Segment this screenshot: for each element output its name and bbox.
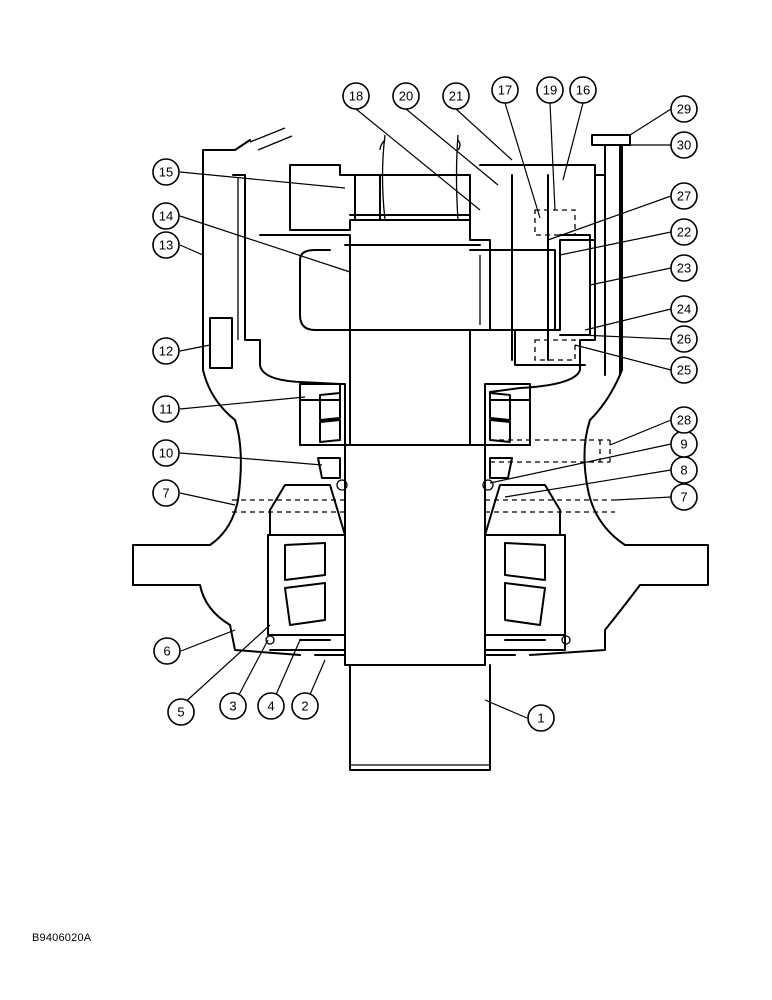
callout-circles: 1 2 3 4 5 6 7 7 8 9 10 11 12 13 14 15 16… xyxy=(152,76,698,732)
svg-text:5: 5 xyxy=(177,705,184,720)
svg-text:15: 15 xyxy=(159,165,173,180)
svg-text:29: 29 xyxy=(677,102,691,117)
callout-6: 6 xyxy=(153,637,181,665)
callout-26: 26 xyxy=(670,325,698,353)
svg-text:23: 23 xyxy=(677,261,691,276)
callout-9: 9 xyxy=(670,430,698,458)
svg-text:18: 18 xyxy=(349,89,363,104)
callout-27: 27 xyxy=(670,182,698,210)
svg-text:14: 14 xyxy=(159,209,173,224)
svg-text:13: 13 xyxy=(159,238,173,253)
callout-14: 14 xyxy=(152,202,180,230)
callout-24: 24 xyxy=(670,295,698,323)
svg-text:16: 16 xyxy=(576,83,590,98)
svg-text:28: 28 xyxy=(677,413,691,428)
callout-13: 13 xyxy=(152,231,180,259)
callout-5: 5 xyxy=(167,698,195,726)
svg-text:22: 22 xyxy=(677,225,691,240)
callout-7-right: 7 xyxy=(670,483,698,511)
svg-text:8: 8 xyxy=(680,463,687,478)
svg-text:11: 11 xyxy=(159,402,173,417)
callout-21: 21 xyxy=(442,82,470,110)
svg-text:27: 27 xyxy=(677,189,691,204)
callout-2: 2 xyxy=(291,692,319,720)
svg-text:10: 10 xyxy=(159,446,173,461)
callout-1: 1 xyxy=(527,704,555,732)
svg-text:24: 24 xyxy=(677,302,691,317)
svg-text:25: 25 xyxy=(677,363,691,378)
svg-text:19: 19 xyxy=(543,83,557,98)
svg-text:7: 7 xyxy=(162,486,169,501)
callout-10: 10 xyxy=(152,439,180,467)
callout-3: 3 xyxy=(219,692,247,720)
callout-23: 23 xyxy=(670,254,698,282)
housing-assembly xyxy=(132,127,709,771)
svg-text:17: 17 xyxy=(498,83,512,98)
callout-19: 19 xyxy=(536,76,564,104)
callout-4: 4 xyxy=(257,692,285,720)
svg-text:26: 26 xyxy=(677,332,691,347)
callout-28: 28 xyxy=(670,406,698,434)
callout-22: 22 xyxy=(670,218,698,246)
svg-text:30: 30 xyxy=(677,138,691,153)
svg-text:4: 4 xyxy=(267,699,274,714)
callout-12: 12 xyxy=(152,337,180,365)
svg-text:7: 7 xyxy=(680,490,687,505)
svg-text:12: 12 xyxy=(159,344,173,359)
figure-code: B9406020A xyxy=(32,932,92,944)
svg-text:1: 1 xyxy=(537,711,544,726)
callout-15: 15 xyxy=(152,158,180,186)
callout-11: 11 xyxy=(152,395,180,423)
callout-25: 25 xyxy=(670,356,698,384)
svg-text:21: 21 xyxy=(449,89,463,104)
callout-30: 30 xyxy=(670,131,698,159)
svg-text:6: 6 xyxy=(163,644,170,659)
callout-20: 20 xyxy=(392,82,420,110)
callout-8: 8 xyxy=(670,456,698,484)
callout-7-left: 7 xyxy=(152,479,180,507)
callout-18: 18 xyxy=(342,82,370,110)
callout-17: 17 xyxy=(491,76,519,104)
svg-text:9: 9 xyxy=(680,437,687,452)
svg-text:3: 3 xyxy=(229,699,236,714)
svg-text:2: 2 xyxy=(301,699,308,714)
callout-16: 16 xyxy=(569,76,597,104)
svg-text:20: 20 xyxy=(399,89,413,104)
callout-29: 29 xyxy=(670,95,698,123)
